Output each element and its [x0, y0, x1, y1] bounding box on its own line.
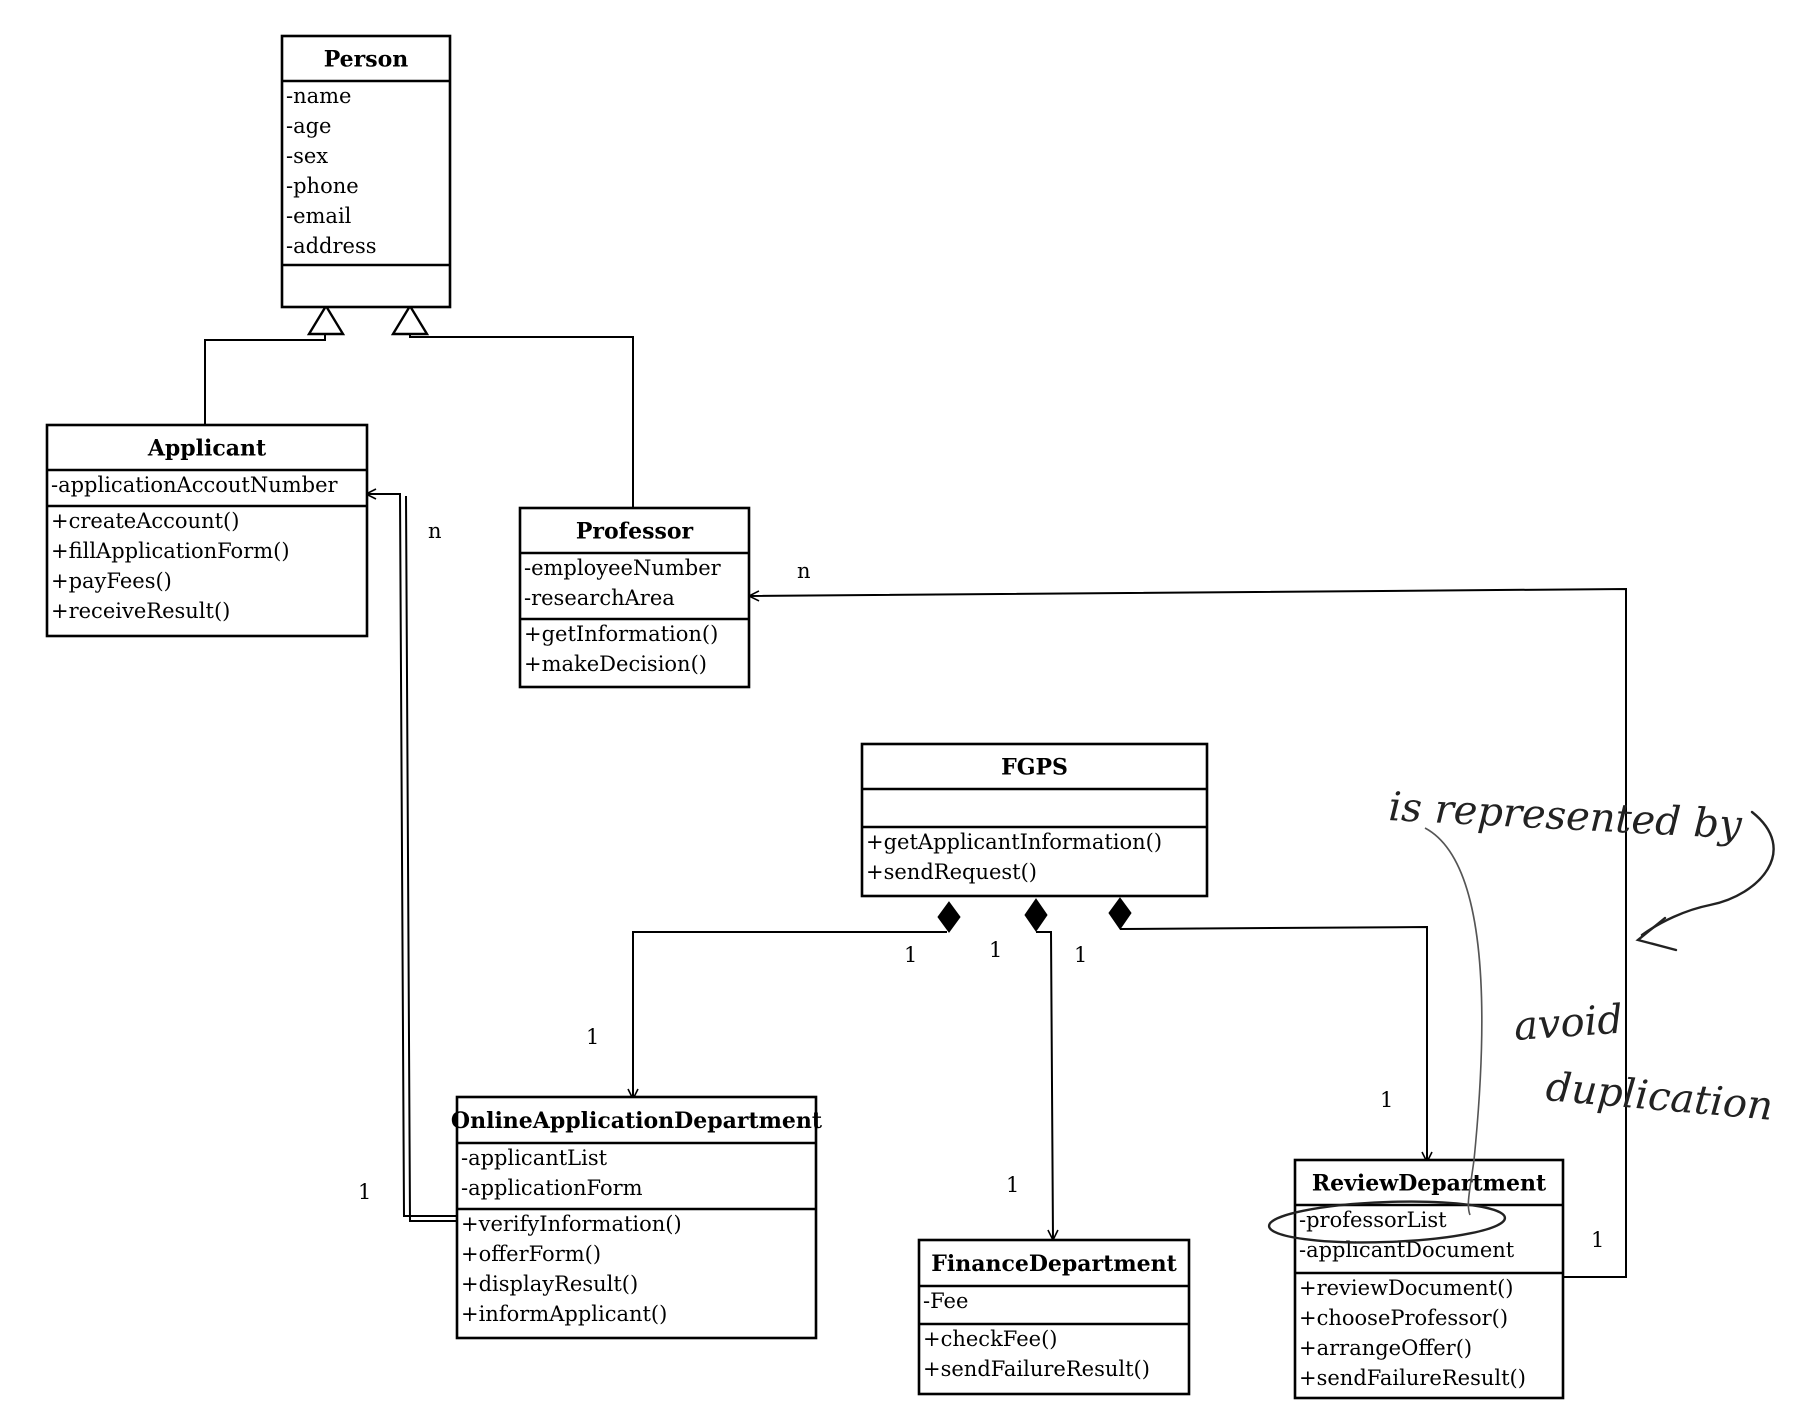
class-method: +getApplicantInformation()	[866, 830, 1162, 854]
annotation-arrow-head-icon	[1635, 916, 1678, 952]
multiplicity-fgps-online-b: 1	[586, 1025, 599, 1049]
association-online-applicant-second-line	[405, 495, 458, 1222]
inheritance-triangle-icon	[306, 303, 346, 336]
multiplicity-fgps-finance-b: 1	[1006, 1173, 1019, 1197]
class-attribute: -researchArea	[524, 586, 675, 610]
class-box-frame	[1293, 1158, 1565, 1400]
class-attribute: -Fee	[923, 1289, 968, 1313]
class-attribute: -applicationForm	[461, 1176, 643, 1200]
class-method: +makeDecision()	[524, 652, 707, 676]
class-method: +createAccount()	[51, 509, 239, 533]
class-method: +fillApplicationForm()	[51, 539, 290, 563]
class-method: +getInformation()	[524, 622, 718, 646]
class-method: +sendFailureResult()	[923, 1357, 1150, 1381]
class-boxes: Person -name -age -sex -phone -email -addressA…	[45, 34, 1565, 1400]
association-review-professor	[749, 587, 1627, 1278]
class-method: +checkFee()	[923, 1327, 1057, 1351]
multiplicity-fgps-review-b: 1	[1380, 1088, 1393, 1112]
multiplicity-online-applicant-1: 1	[358, 1180, 371, 1204]
class-name: OnlineApplicationDepartment	[451, 1108, 823, 1134]
inheritance-triangle-icon	[390, 303, 430, 336]
composition-fgps-finance	[1036, 931, 1053, 1240]
class-method: +payFees()	[51, 569, 172, 593]
composition-fgps-review	[1119, 925, 1427, 1162]
class-name: ReviewDepartment	[1312, 1171, 1547, 1197]
class-box-frame	[860, 742, 1209, 898]
generalization-professor-person	[409, 334, 634, 508]
class-box-finance: FinanceDepartment -Fee +checkFee() +sendFai…	[917, 1238, 1191, 1396]
class-box-frame	[455, 1095, 818, 1340]
class-method: +receiveResult()	[51, 599, 230, 623]
annotation-arrow	[1640, 810, 1775, 937]
class-method: +chooseProfessor()	[1299, 1306, 1508, 1330]
class-attribute: -phone	[286, 174, 359, 198]
class-box-frame	[917, 1238, 1191, 1396]
class-name: Person	[324, 47, 409, 73]
annotation-avoid: avoid	[1512, 996, 1624, 1049]
relationships	[204, 303, 1627, 1278]
multiplicity-review-professor-1: 1	[1591, 1228, 1604, 1252]
class-method: +informApplicant()	[461, 1302, 667, 1326]
class-box-online: OnlineApplicationDepartment -applicantLis…	[451, 1095, 823, 1340]
composition-diamond-icon	[1108, 897, 1132, 930]
composition-diamond-icon	[937, 901, 961, 933]
class-box-applicant: Applicant -applicationAccoutNumber +create…	[45, 423, 369, 638]
class-method: +sendFailureResult()	[1299, 1366, 1526, 1390]
class-attribute: -name	[286, 84, 351, 108]
class-attribute: -applicationAccoutNumber	[51, 473, 339, 497]
class-box-frame	[518, 506, 751, 689]
association-online-applicant	[366, 494, 458, 1217]
class-method: +arrangeOffer()	[1299, 1336, 1472, 1360]
class-box-person: Person -name -age -sex -phone -email -address	[280, 34, 452, 309]
multiplicity-fgps-online-a: 1	[904, 943, 917, 967]
annotation-connector-line	[1424, 827, 1483, 1216]
composition-diamond-icon	[1024, 898, 1048, 932]
class-attribute: -sex	[286, 144, 328, 168]
class-attribute: -professorList	[1299, 1208, 1447, 1232]
class-name: Applicant	[147, 436, 267, 462]
multiplicity-professor-n: n	[797, 559, 811, 583]
generalization-applicant-person	[204, 330, 326, 425]
class-name: FinanceDepartment	[931, 1251, 1177, 1277]
class-box-fgps: FGPS +getApplicantInformation() +sendReque…	[860, 742, 1209, 898]
class-method: +reviewDocument()	[1299, 1276, 1514, 1300]
multiplicity-fgps-review-a: 1	[1074, 943, 1087, 967]
class-box-professor: Professor -employeeNumber -researchArea +ge…	[518, 506, 751, 689]
class-attribute: -applicantList	[461, 1146, 608, 1170]
class-box-review: ReviewDepartment-professorList-applicant…	[1293, 1158, 1565, 1400]
class-method: +offerForm()	[461, 1242, 601, 1266]
class-name: FGPS	[1001, 755, 1068, 781]
composition-fgps-online	[633, 931, 947, 1099]
class-attribute: -address	[286, 234, 377, 258]
class-box-frame	[280, 34, 452, 309]
class-name: Professor	[576, 519, 694, 545]
class-attribute: -age	[286, 114, 332, 138]
annotation-circle	[1267, 1200, 1507, 1244]
class-attribute: -email	[286, 204, 352, 228]
class-method: +verifyInformation()	[461, 1212, 682, 1236]
multiplicity-applicant-n: n	[428, 519, 442, 543]
class-method: +sendRequest()	[866, 860, 1037, 884]
annotation-is-represented-by: is represented by	[1387, 784, 1744, 849]
class-method: +displayResult()	[461, 1272, 638, 1296]
class-attribute: -employeeNumber	[524, 556, 722, 580]
class-box-frame	[45, 423, 369, 638]
multiplicity-fgps-finance-a: 1	[989, 938, 1002, 962]
annotation-duplication: duplication	[1544, 1064, 1775, 1130]
multiplicity-labels: n 1 n 1 1 1 1 1 1 1	[358, 519, 1604, 1252]
